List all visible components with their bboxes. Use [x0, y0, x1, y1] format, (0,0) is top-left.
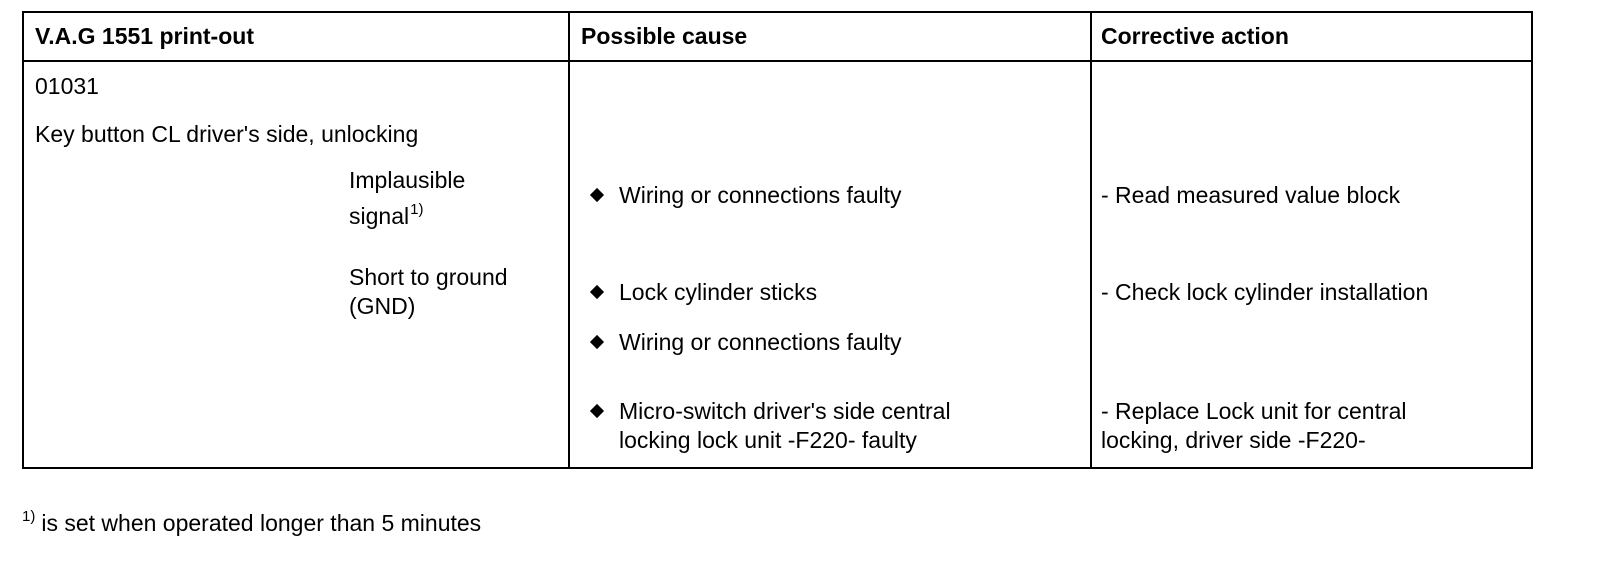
column-divider — [568, 13, 570, 467]
cause-item-line2: locking lock unit -F220- faulty — [619, 427, 917, 453]
bullet-icon — [589, 284, 605, 300]
header-vag-printout: V.A.G 1551 print-out — [35, 23, 254, 49]
fault-type-short-to-ground: Short to ground — [349, 264, 508, 290]
table-header-row — [24, 13, 1531, 62]
fault-description: Key button CL driver's side, unlocking — [35, 121, 419, 147]
fault-type-short-to-ground-line2: (GND) — [349, 293, 416, 319]
header-possible-cause: Possible cause — [581, 23, 748, 49]
action-item-line2: locking, driver side -F220- — [1101, 427, 1366, 453]
cause-item: Wiring or connections faulty — [619, 182, 902, 208]
fault-type-implausible-line2: signal1) — [349, 201, 424, 229]
fault-type-implausible: Implausible — [349, 167, 466, 193]
bullet-icon — [589, 187, 605, 203]
column-divider — [1090, 13, 1092, 467]
footnote: 1) is set when operated longer than 5 min… — [22, 508, 482, 540]
footnote-ref: 1) — [410, 201, 424, 218]
action-item: - Replace Lock unit for central — [1101, 398, 1407, 424]
footnote-marker: 1) — [22, 508, 36, 525]
cause-item: Lock cylinder sticks — [619, 279, 818, 305]
cause-item: Wiring or connections faulty — [619, 329, 902, 355]
cause-item: Micro-switch driver's side central — [619, 398, 951, 424]
action-item: - Check lock cylinder installation — [1101, 279, 1429, 305]
bullet-icon — [589, 403, 605, 419]
header-corrective-action: Corrective action — [1101, 23, 1289, 49]
fault-table: V.A.G 1551 print-out Possible cause Corr… — [22, 11, 1533, 469]
action-item: - Read measured value block — [1101, 182, 1401, 208]
bullet-icon — [589, 334, 605, 350]
footnote-text: is set when operated longer than 5 minut… — [41, 510, 482, 536]
fault-code: 01031 — [35, 73, 99, 99]
